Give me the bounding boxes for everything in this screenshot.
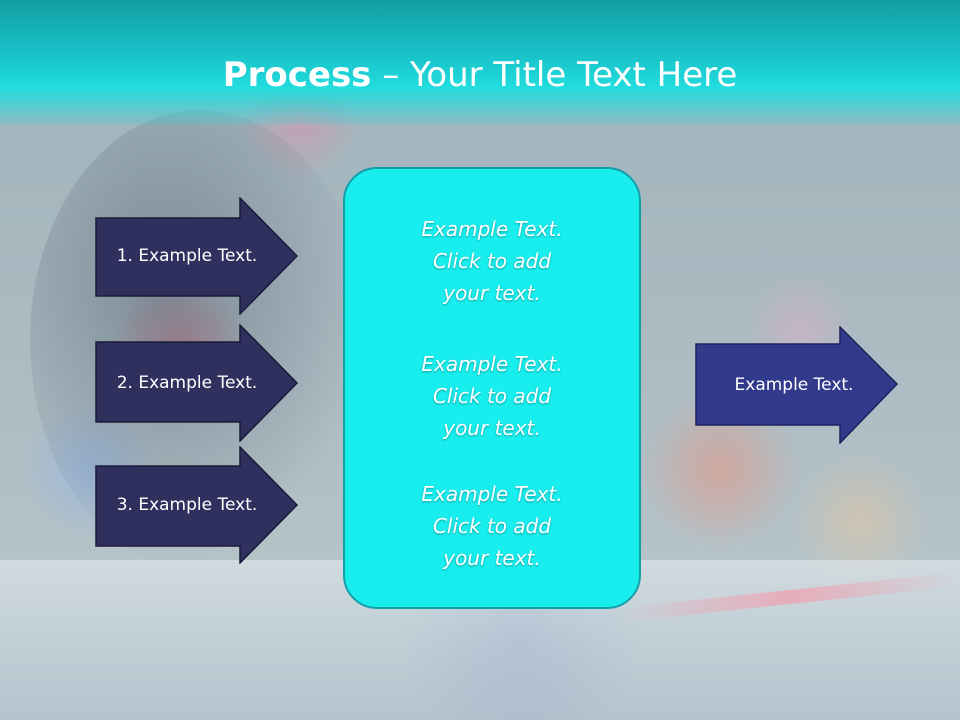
page-title[interactable]: Process – Your Title Text Here: [0, 52, 960, 98]
output-label: Example Text.: [734, 375, 854, 395]
center-text-block-3[interactable]: Example Text. Click to add your text.: [421, 482, 563, 570]
output-arrow[interactable]: Example Text.: [695, 326, 899, 444]
step-arrow-3[interactable]: 3. Example Text.: [95, 446, 299, 564]
arrow-shape-2: [95, 324, 299, 442]
output-arrow-shape: [695, 326, 899, 444]
step-label-1: 1. Example Text.: [116, 246, 258, 266]
header-band: [0, 0, 960, 125]
step-arrow-1[interactable]: 1. Example Text.: [95, 197, 299, 315]
step-label-3: 3. Example Text.: [116, 495, 258, 515]
title-rest: – Your Title Text Here: [371, 55, 738, 95]
title-bold: Process: [222, 55, 372, 95]
center-text-block-1[interactable]: Example Text. Click to add your text.: [421, 217, 563, 305]
arrow-shape-1: [95, 197, 299, 315]
step-arrow-2[interactable]: 2. Example Text.: [95, 324, 299, 442]
center-content-box[interactable]: Example Text. Click to add your text. Ex…: [343, 167, 641, 609]
arrow-shape-3: [95, 446, 299, 564]
step-label-2: 2. Example Text.: [116, 373, 258, 393]
center-text-block-2[interactable]: Example Text. Click to add your text.: [421, 352, 563, 440]
